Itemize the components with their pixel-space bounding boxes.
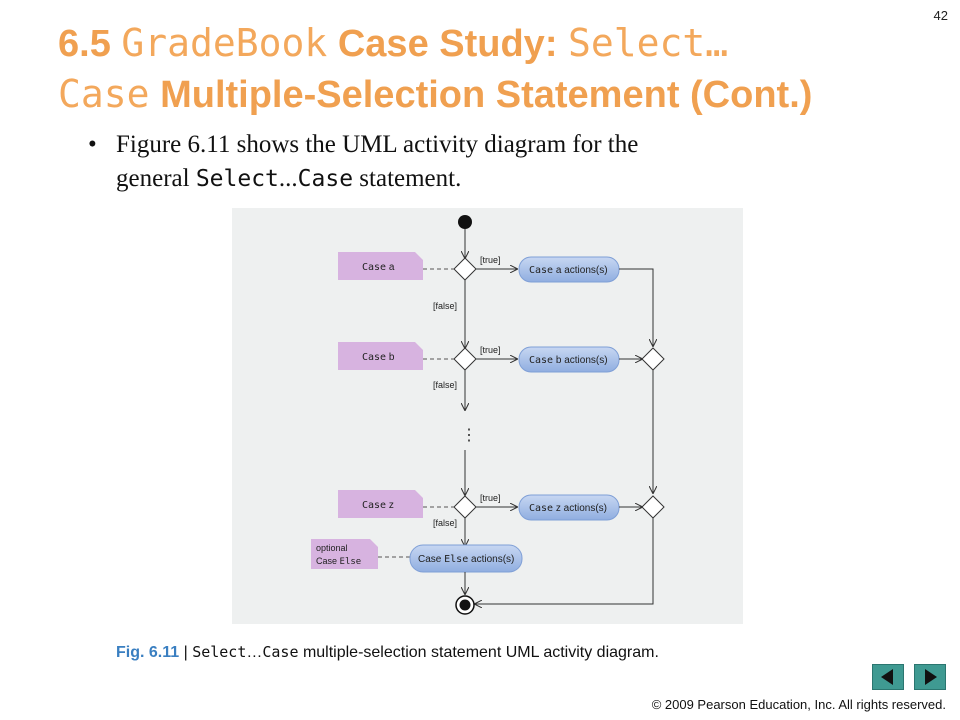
bullet-ellipsis: ... [278, 165, 298, 192]
action-a-label: Case a actions(s) [529, 265, 608, 276]
bullet-code-select: Select [195, 166, 279, 192]
action-else [409, 544, 523, 573]
title-mid: Case Study: [327, 23, 569, 65]
guard-true-b: [true] [480, 345, 501, 355]
note-optional-case-else [311, 539, 378, 569]
note-case-b [338, 342, 423, 370]
guard-false-z: [false] [433, 518, 457, 528]
title-code-select: Select… [568, 21, 729, 65]
merge-b [641, 347, 665, 371]
merge-z [641, 495, 665, 519]
caption-separator: | [179, 644, 193, 661]
caption-text: multiple-selection statement UML activit… [298, 644, 659, 661]
slide-title: 6.5 GradeBook Case Study: Select… Case Mu… [58, 18, 918, 120]
caption-ellipsis: … [246, 644, 263, 661]
note-z-label: Case z [362, 500, 394, 511]
action-else-label: Case Else actions(s) [418, 554, 514, 565]
action-b-label: Case b actions(s) [529, 355, 608, 366]
action-z-label: Case z actions(s) [529, 503, 607, 514]
note-case-a [338, 252, 423, 280]
guard-false-a: [false] [433, 301, 457, 311]
diagram-ellipsis: ⋮ [461, 427, 477, 444]
bullet-code-case: Case [297, 166, 354, 192]
title-prefix: 6.5 [58, 23, 122, 65]
final-node [459, 599, 471, 611]
caption-code-select: Select [192, 643, 247, 661]
right-arrow-icon [925, 669, 937, 685]
caption-code-case: Case [262, 643, 299, 661]
initial-node [458, 215, 472, 229]
bullet-line-1: Figure 6.11 shows the UML activity diagr… [116, 131, 639, 158]
note-a-label: Case a [362, 262, 395, 273]
figure-caption: Fig. 6.11 | Select…Case multiple-selecti… [116, 643, 659, 662]
flow-merge-to-final [475, 518, 654, 604]
bullet-line-2-prefix: general [116, 165, 196, 192]
guard-true-z: [true] [480, 493, 501, 503]
else-note-line2: Case Else [316, 556, 361, 567]
left-arrow-icon [881, 669, 893, 685]
page-number: 42 [933, 8, 948, 23]
decision-b [453, 347, 477, 371]
bullet-point: • Figure 6.11 shows the UML activity dia… [88, 128, 768, 196]
uml-activity-diagram: [true] [false] Case a Case a actions(s) … [232, 208, 743, 624]
title-suffix: Multiple-Selection Statement (Cont.) [149, 74, 813, 116]
previous-slide-button[interactable] [872, 664, 904, 690]
note-b-label: Case b [362, 352, 395, 363]
bullet-marker: • [88, 131, 97, 158]
guard-true-a: [true] [480, 255, 501, 265]
copyright-notice: © 2009 Pearson Education, Inc. All right… [651, 697, 946, 712]
note-case-z [338, 490, 423, 518]
flow-a-out [619, 268, 653, 346]
next-slide-button[interactable] [914, 664, 946, 690]
bullet-line-2-suffix: statement. [353, 165, 462, 192]
decision-z [453, 495, 477, 519]
else-note-line1: optional [316, 543, 348, 553]
title-code-gradebook: GradeBook [121, 21, 328, 65]
title-code-case: Case [58, 72, 150, 116]
guard-false-b: [false] [433, 380, 457, 390]
caption-label: Fig. 6.11 [116, 644, 180, 661]
decision-a [453, 257, 477, 281]
